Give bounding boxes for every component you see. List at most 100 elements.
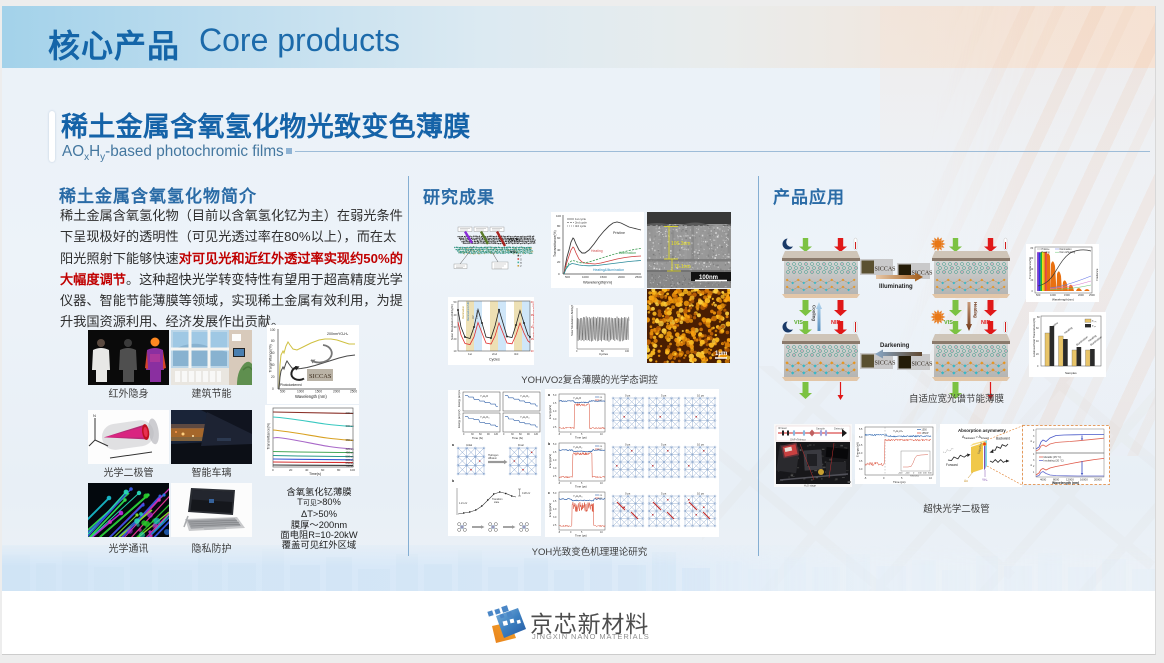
svg-text:Cooling: Cooling xyxy=(812,305,817,321)
svg-text:200nm: 200nm xyxy=(346,411,355,415)
svg-text:1500: 1500 xyxy=(315,390,322,394)
svg-text:80: 80 xyxy=(557,224,561,228)
svg-text:Solar Modulation Ability(%): Solar Modulation Ability(%) xyxy=(570,305,574,336)
svg-text:500: 500 xyxy=(1036,293,1041,297)
svg-text:Y₂H₂O₂: Y₂H₂O₂ xyxy=(520,394,529,398)
svg-text:1: 1 xyxy=(1033,447,1035,450)
svg-text:4000: 4000 xyxy=(1040,478,1047,482)
svg-text:2K: 2K xyxy=(600,446,603,448)
svg-text:-5: -5 xyxy=(864,476,867,480)
svg-text:650nm: 650nm xyxy=(346,461,355,465)
svg-text:60: 60 xyxy=(1031,257,1034,260)
svg-text:YOₓHₓ: YOₓHₓ xyxy=(508,237,521,242)
svg-text:c: c xyxy=(548,491,550,495)
svg-text:20: 20 xyxy=(1036,353,1039,356)
svg-text:10 ps: 10 ps xyxy=(697,443,704,447)
svg-text:Darkening: Darkening xyxy=(880,343,910,349)
svg-text:80: 80 xyxy=(1031,247,1034,250)
svg-text:-5: -5 xyxy=(558,531,561,534)
svg-text:80: 80 xyxy=(271,339,275,343)
svg-text:3: 3 xyxy=(1033,435,1035,438)
svg-text:5 ps: 5 ps xyxy=(661,394,667,398)
svg-text:10 ps: 10 ps xyxy=(697,492,704,496)
svg-text:Heating: Heating xyxy=(1042,251,1051,254)
svg-text:2.5: 2.5 xyxy=(553,475,557,478)
svg-text:5.0: 5.0 xyxy=(553,443,557,446)
svg-text:10: 10 xyxy=(600,482,603,485)
svg-text:SICCAS: SICCAS xyxy=(912,271,933,277)
svg-text:60: 60 xyxy=(321,468,325,472)
svg-text:20: 20 xyxy=(271,375,275,379)
svg-text:2: 2 xyxy=(1033,465,1035,468)
svg-text:40: 40 xyxy=(1031,268,1034,271)
svg-text:Y₂H₂O: Y₂H₂O xyxy=(573,396,582,400)
svg-text:0: 0 xyxy=(576,350,578,353)
svg-text:Irradiance: Irradiance xyxy=(1095,268,1099,281)
svg-text:Cycles: Cycles xyxy=(489,358,500,362)
svg-text:2000: 2000 xyxy=(618,275,625,279)
svg-text:-5: -5 xyxy=(558,482,561,485)
svg-text:100: 100 xyxy=(625,350,630,353)
svg-text:0: 0 xyxy=(570,433,572,436)
svg-text:420nm: 420nm xyxy=(346,447,355,451)
svg-text:NIR: NIR xyxy=(831,320,841,326)
svg-text:120: 120 xyxy=(494,433,499,436)
svg-text:60: 60 xyxy=(1036,327,1039,330)
svg-text:OAP+Telesco: OAP+Telesco xyxy=(790,438,806,442)
svg-text:10: 10 xyxy=(600,531,603,534)
svg-text:Luminous Transmittance(%): Luminous Transmittance(%) xyxy=(532,303,535,340)
svg-text:Abackward > Aforward: Abackward > Aforward xyxy=(962,435,990,440)
svg-text:Luminous/Solar Transmittance(%: Luminous/Solar Transmittance(%) xyxy=(1032,318,1036,357)
svg-text:20000: 20000 xyxy=(1094,478,1102,482)
svg-text:8000: 8000 xyxy=(1053,478,1060,482)
svg-text:106.3nm: 106.3nm xyxy=(671,241,690,247)
svg-text:2.5: 2.5 xyxy=(553,524,557,527)
svg-text:Wavelength(nm): Wavelength(nm) xyxy=(583,280,613,285)
svg-text:Time (fs): Time (fs) xyxy=(512,436,523,440)
svg-text:Wavelength (nm): Wavelength (nm) xyxy=(1052,481,1079,485)
svg-text:Heating&Illumination: Heating&Illumination xyxy=(593,268,624,272)
svg-text:H: H xyxy=(520,262,522,265)
svg-text:Heating: Heating xyxy=(973,302,978,318)
svg-text:diffusion: diffusion xyxy=(488,457,498,460)
svg-text:Time (ps): Time (ps) xyxy=(575,436,587,440)
svg-text:1000: 1000 xyxy=(1050,293,1056,297)
svg-text:4.5: 4.5 xyxy=(553,451,557,454)
svg-text:0: 0 xyxy=(883,476,885,480)
svg-text:state: state xyxy=(494,501,500,504)
svg-text:5: 5 xyxy=(581,482,583,485)
svg-text:50: 50 xyxy=(454,300,457,304)
svg-text:SICCAS: SICCAS xyxy=(875,361,896,367)
svg-text:1st: 1st xyxy=(468,352,472,356)
svg-text:0: 0 xyxy=(1037,365,1039,368)
svg-text:Illumination: Illumination xyxy=(1060,248,1073,251)
svg-text:0: 0 xyxy=(463,433,465,436)
svg-text:1: 1 xyxy=(1033,471,1035,474)
svg-text:40: 40 xyxy=(531,300,534,304)
svg-text:Time (ps): Time (ps) xyxy=(575,534,587,538)
svg-text:Energy(eV): Energy(eV) xyxy=(548,454,552,468)
svg-text:90: 90 xyxy=(487,433,490,436)
svg-text:20: 20 xyxy=(289,468,293,472)
svg-text:NIR: NIR xyxy=(981,320,991,326)
svg-text:200: 200 xyxy=(923,473,927,475)
svg-text:500nm: 500nm xyxy=(346,455,355,459)
svg-text:Pristine: Pristine xyxy=(613,231,625,235)
svg-text:2500: 2500 xyxy=(1089,293,1095,297)
svg-text:3.0: 3.0 xyxy=(553,467,557,470)
svg-text:450nm: 450nm xyxy=(346,451,355,455)
svg-text:200nmYOₓHₓ: 200nmYOₓHₓ xyxy=(327,332,349,336)
svg-text:4.0: 4.0 xyxy=(553,410,557,413)
svg-text:Forward: Forward xyxy=(946,463,958,467)
svg-text:b: b xyxy=(548,442,550,446)
svg-text:IR laser: IR laser xyxy=(778,426,787,430)
svg-text:3.0: 3.0 xyxy=(553,418,557,421)
svg-text:Y₂H₂O: Y₂H₂O xyxy=(480,394,489,398)
svg-text:Transition: Transition xyxy=(492,498,503,501)
svg-text:5.0: 5.0 xyxy=(859,436,863,439)
svg-text:Illumination: Illumination xyxy=(461,305,465,319)
svg-text:100: 100 xyxy=(270,328,276,332)
svg-text:Backward: Backward xyxy=(996,437,1010,441)
svg-text:Y₂H₂Oₓ: Y₂H₂Oₓ xyxy=(893,429,903,433)
svg-text:1550P: 1550P xyxy=(922,432,929,435)
